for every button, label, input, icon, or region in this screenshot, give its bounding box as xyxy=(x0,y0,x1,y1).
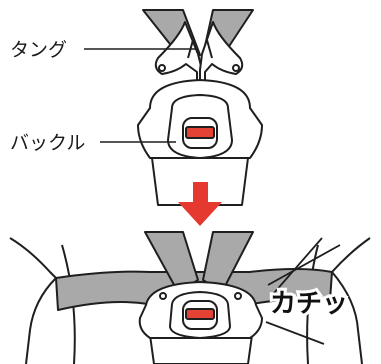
click-motion-lines xyxy=(265,237,341,345)
bottom-release-button xyxy=(182,300,218,330)
buckle-label: バックル xyxy=(10,132,85,154)
tongue-right-hole xyxy=(232,64,240,72)
top-illustration: タング バックル xyxy=(10,9,263,206)
down-arrow-icon xyxy=(178,182,222,226)
tongue-plates xyxy=(154,21,244,113)
click-sound-label: カチッ xyxy=(270,289,348,319)
tongue-left-plate xyxy=(154,21,203,113)
bottom-buckle-base xyxy=(149,334,253,364)
top-release-button xyxy=(182,117,218,149)
tongue-label: タング xyxy=(10,39,67,61)
tongue-left-hole xyxy=(158,64,166,72)
bottom-left-strap xyxy=(144,231,199,293)
bottom-illustration: カチッ xyxy=(9,231,371,364)
bottom-right-hole xyxy=(234,292,242,300)
tongue-right-plate xyxy=(199,21,244,113)
bottom-left-hole xyxy=(159,292,167,300)
seat-outline xyxy=(9,237,371,364)
